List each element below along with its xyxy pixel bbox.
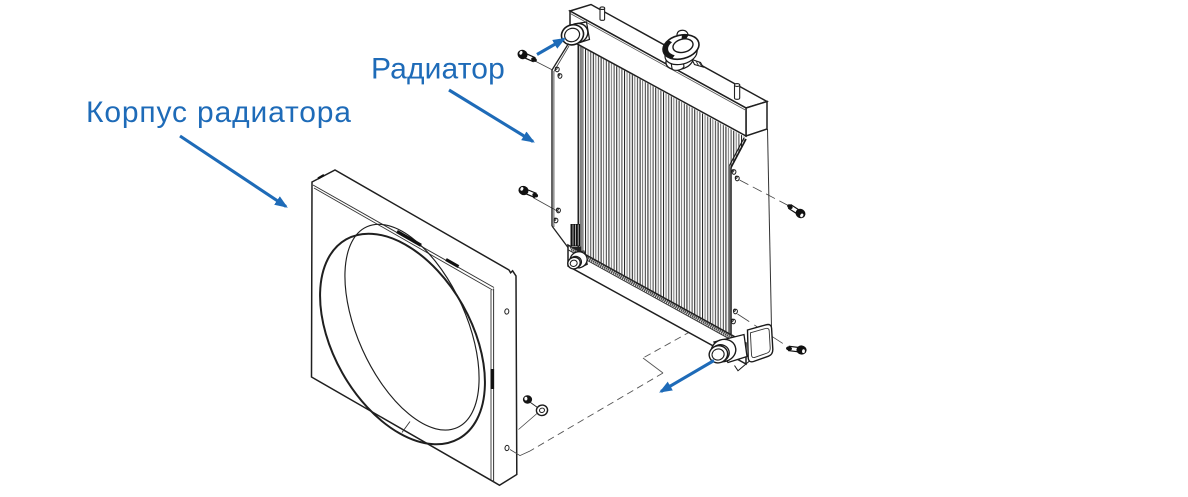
svg-text:Радиатор: Радиатор <box>371 53 505 86</box>
svg-text:Корпус радиатора: Корпус радиатора <box>86 96 352 129</box>
